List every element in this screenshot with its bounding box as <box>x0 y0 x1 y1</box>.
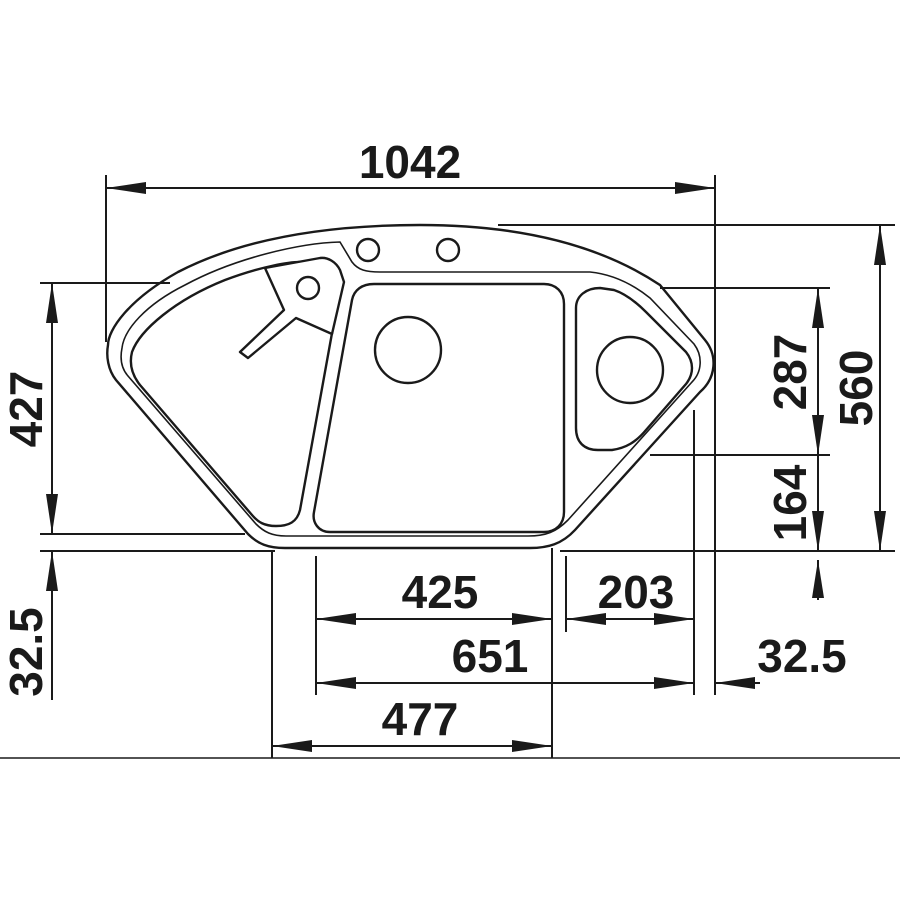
main-depth-offset-label: 427 <box>0 371 52 448</box>
bottom-offset-right-label: 32.5 <box>757 630 847 682</box>
left-drainer <box>129 256 346 528</box>
dimension-labels: 1042 560 287 164 427 32.5 425 203 651 32… <box>0 136 882 745</box>
tap-hole-icon <box>435 237 461 263</box>
right-bowl <box>574 286 694 452</box>
sink-inner-rim <box>120 241 701 537</box>
main-bowl-width-label: 425 <box>402 566 479 618</box>
main-bowl-basin <box>312 282 566 534</box>
right-lower-depth-label: 164 <box>764 464 816 541</box>
main-bowl-drain-icon <box>373 315 443 385</box>
dimension-lines <box>40 175 895 758</box>
overall-depth-label: 560 <box>830 350 882 427</box>
bowls-total-width-label: 651 <box>452 630 529 682</box>
right-bowl-drain-icon <box>595 335 665 405</box>
main-bowl <box>312 282 566 534</box>
bottom-offset-left-label: 32.5 <box>0 607 52 697</box>
drain-overflow-icon <box>295 275 321 301</box>
overall-width-label: 1042 <box>359 136 461 188</box>
right-bowl-width-label: 203 <box>598 566 675 618</box>
tap-hole-icon <box>355 237 381 263</box>
front-width-label: 477 <box>382 693 459 745</box>
right-bowl-depth-label: 287 <box>764 334 816 411</box>
